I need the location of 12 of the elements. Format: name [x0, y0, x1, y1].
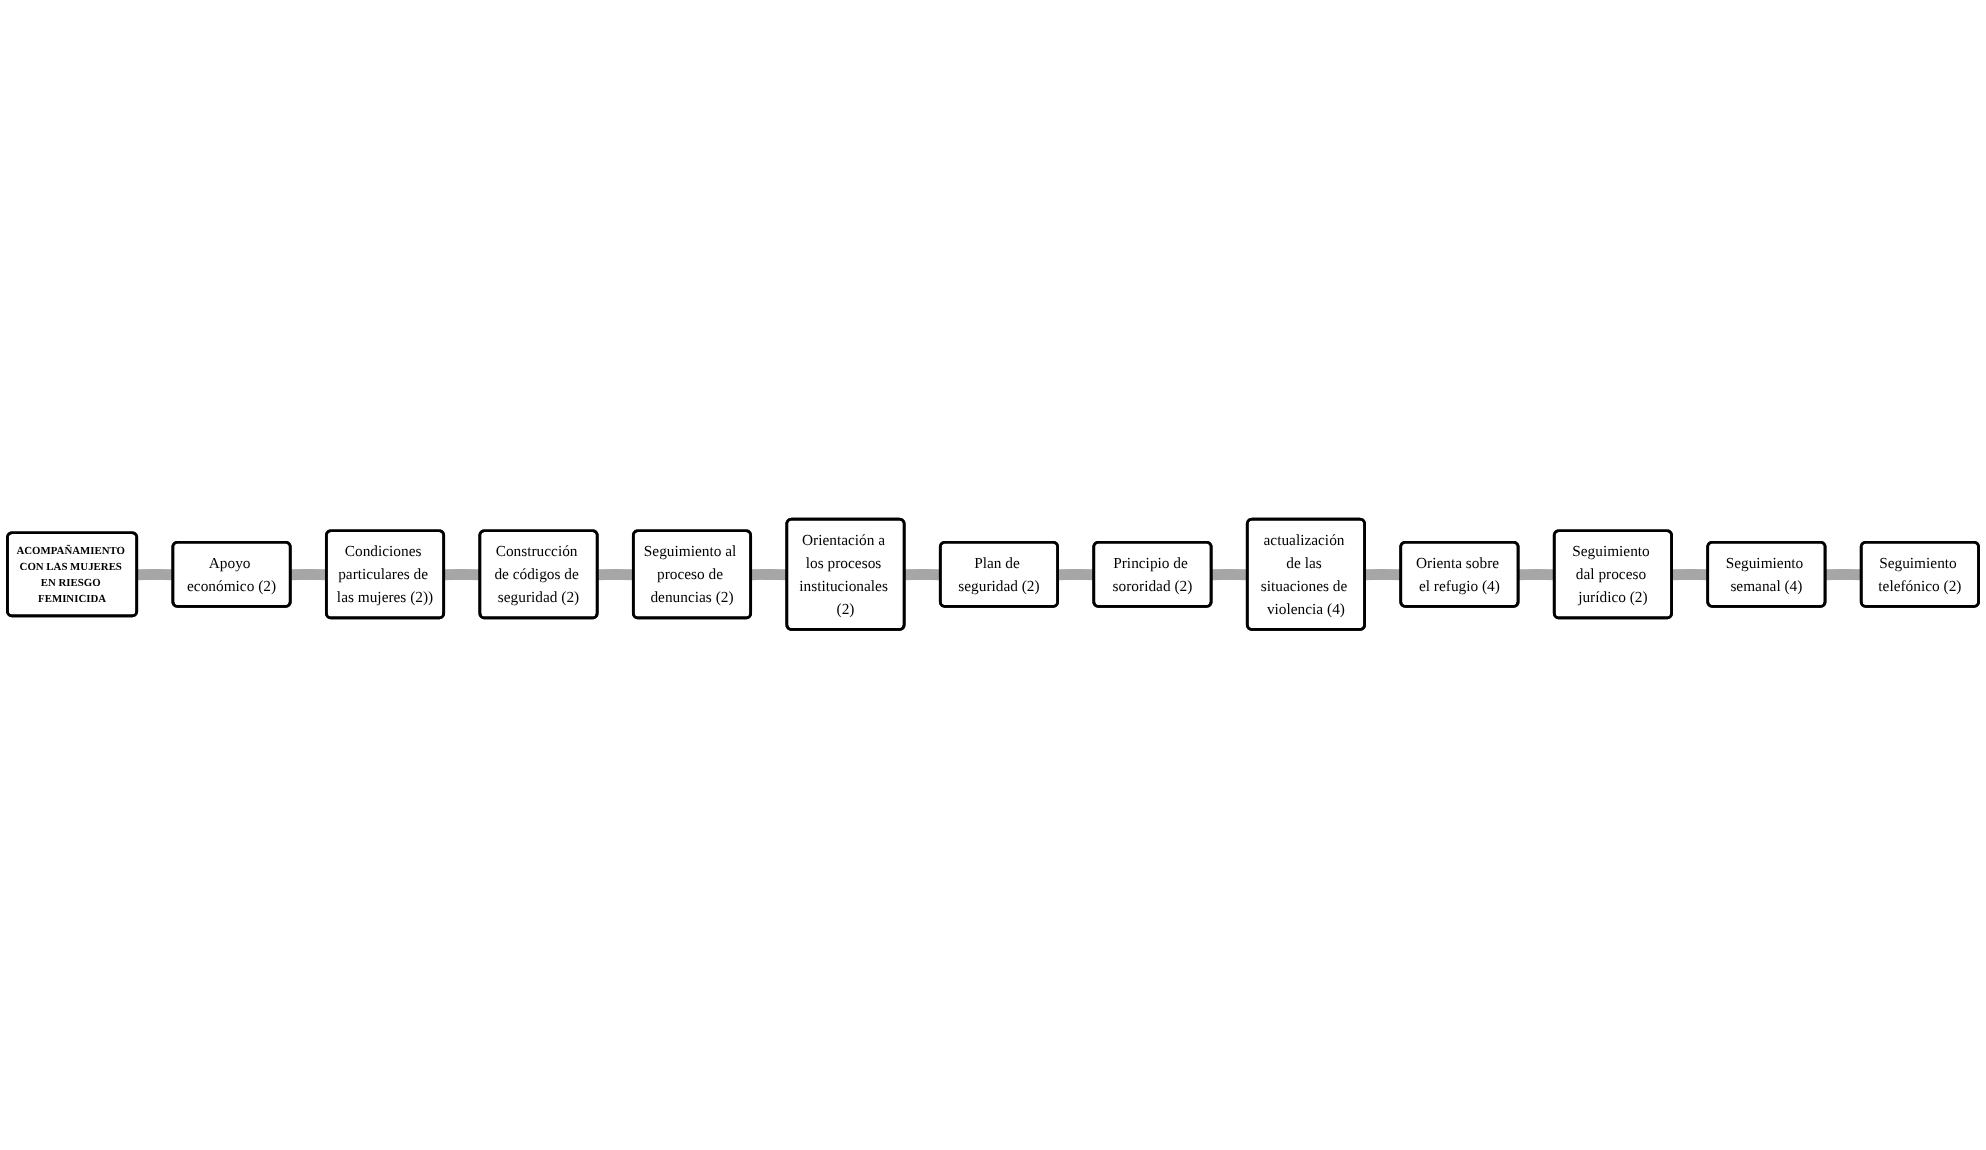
connector [750, 569, 788, 581]
connector [1364, 569, 1402, 581]
connector [1671, 569, 1709, 581]
connector [290, 569, 327, 581]
connector [444, 569, 481, 581]
connector [1825, 569, 1862, 581]
connector [1518, 569, 1555, 581]
connector [1211, 569, 1248, 581]
connector [1057, 569, 1095, 581]
connector [597, 569, 634, 581]
connector [904, 569, 941, 581]
connector [137, 569, 174, 581]
